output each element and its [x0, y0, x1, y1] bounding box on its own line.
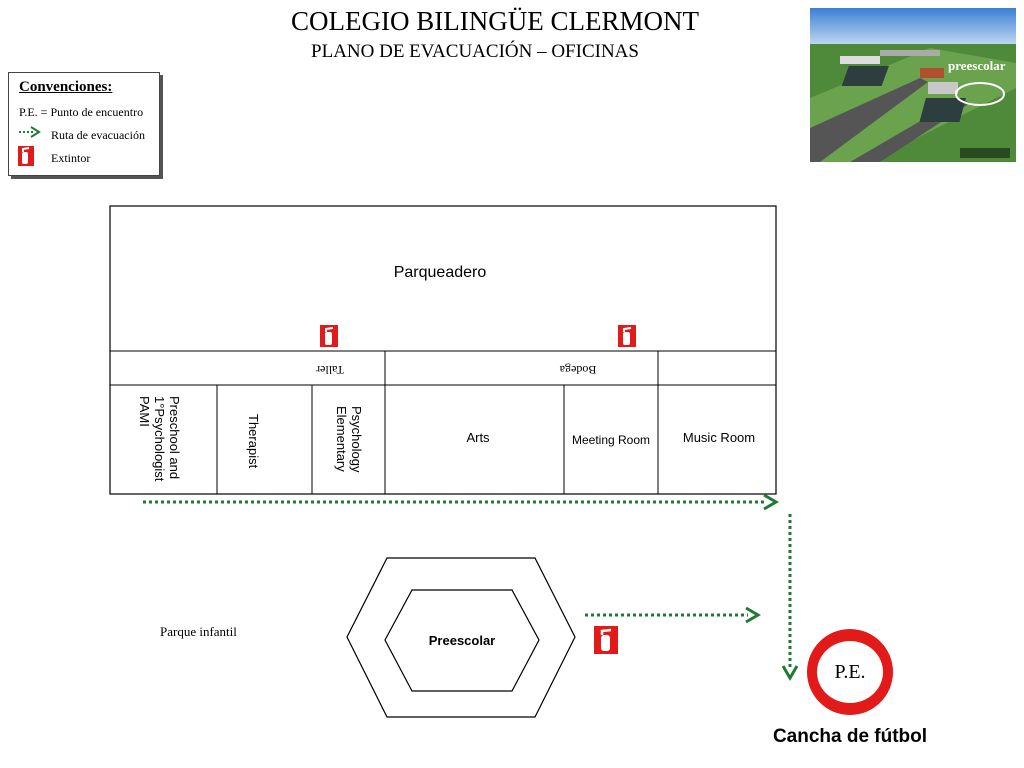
preschool-inner-hexagon — [384, 589, 540, 692]
workshop-label: Taller — [316, 363, 344, 377]
legend-meeting-point: P.E. = Punto de encuentro — [19, 105, 144, 119]
building-outline — [109, 205, 777, 495]
preschool-outer-hexagon — [346, 557, 576, 718]
aerial-photo: preescolar — [810, 8, 1016, 162]
aerial-photo-label: preescolar — [948, 58, 1006, 73]
preschool-label: Preescolar — [428, 633, 496, 648]
meeting-point-center — [817, 641, 883, 703]
room-preschool-psychologist: Preschool and 1°Psychologist PAMI — [137, 396, 182, 482]
extinguisher-icon — [18, 146, 34, 166]
evacuation-route — [143, 493, 779, 511]
legend-heading: Convenciones: — [19, 79, 113, 95]
legend-box: Convenciones: P.E. = Punto de encuentro … — [8, 72, 160, 176]
page-subtitle: PLANO DE EVACUACIÓN – OFICINAS — [311, 41, 639, 62]
room-psychology-elementary: Psychology Elementary — [334, 406, 364, 473]
evacuation-route — [585, 606, 761, 624]
room-meeting: Meeting Room — [571, 433, 651, 447]
meeting-point-label: P.E. — [834, 661, 866, 683]
route-arrow-icon — [19, 126, 41, 138]
storage-label: Bodega — [559, 363, 597, 377]
soccer-field-label: Cancha de fútbol — [772, 726, 928, 747]
parking-label: Parqueadero — [393, 264, 487, 281]
room-music: Music Room — [682, 430, 756, 445]
extinguisher-icon — [320, 325, 338, 347]
extinguisher-icon — [618, 325, 636, 347]
playground-label: Parque infantil — [160, 624, 237, 639]
legend-extinguisher: Extintor — [51, 151, 91, 165]
evacuation-route — [781, 514, 799, 681]
page-title: COLEGIO BILINGÜE CLERMONT — [291, 6, 699, 36]
legend-route: Ruta de evacuación — [51, 128, 145, 142]
room-therapist: Therapist — [246, 414, 261, 469]
room-arts: Arts — [466, 430, 490, 445]
extinguisher-icon — [594, 626, 618, 654]
